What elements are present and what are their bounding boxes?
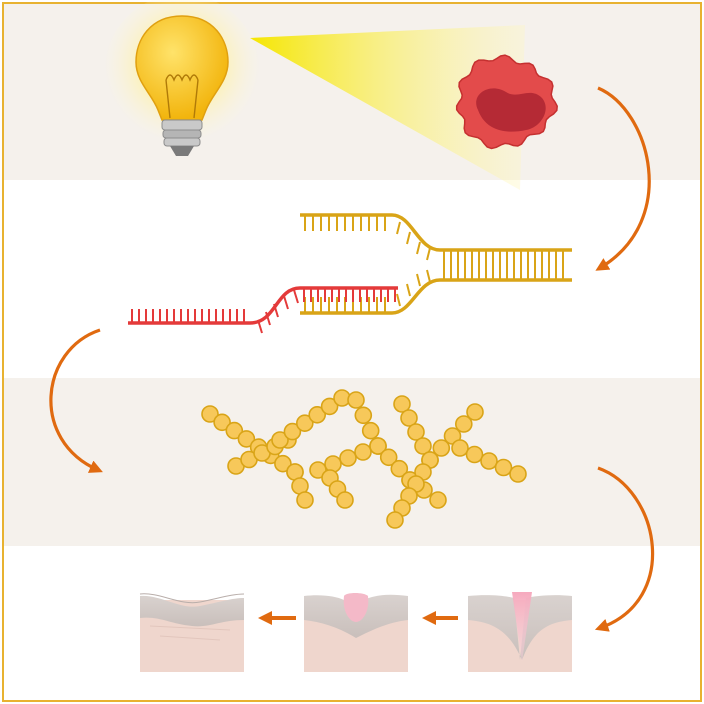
immune-cell-icon xyxy=(455,54,558,150)
arrow-healing-to-healed xyxy=(258,611,296,625)
healed-skin-icon xyxy=(139,593,245,672)
light-bulb-icon xyxy=(104,0,260,156)
deep-wound-skin-icon xyxy=(468,592,572,672)
healing-wound-skin-icon xyxy=(304,593,408,672)
arrow-protein-to-skin xyxy=(594,466,655,632)
arrow-rna-to-protein xyxy=(49,328,103,473)
rna-strand-icon xyxy=(128,286,398,334)
arrow-deep-to-healing xyxy=(422,611,458,625)
dna-unwinding-icon xyxy=(300,213,572,315)
protein-chain-icon xyxy=(201,389,527,529)
arrow-cell-to-dna xyxy=(595,86,651,271)
light-beam xyxy=(250,25,525,190)
